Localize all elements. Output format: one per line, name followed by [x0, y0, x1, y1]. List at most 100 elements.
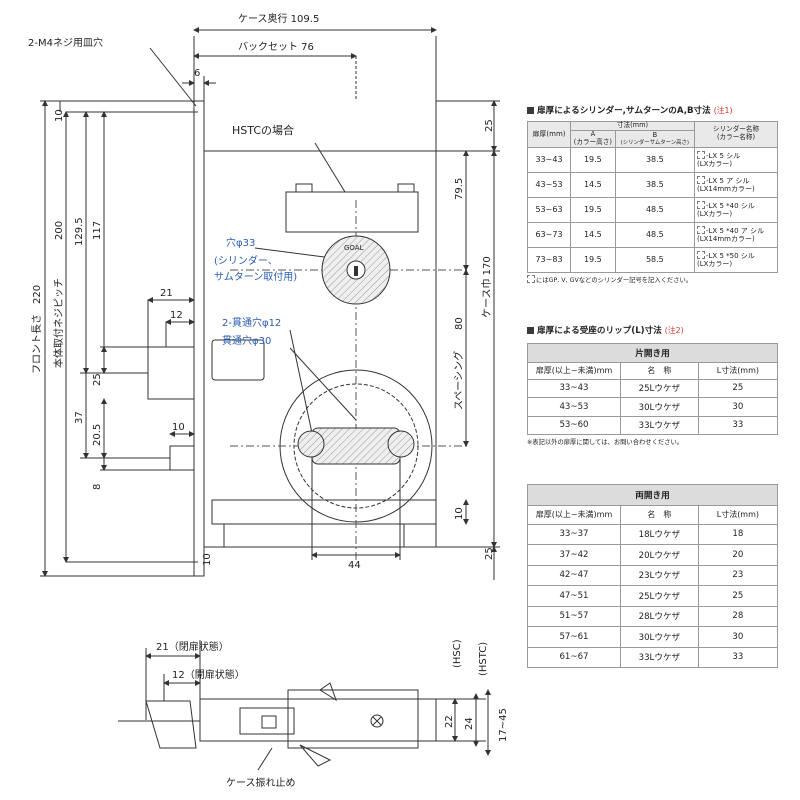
- cylinder-hole: [321, 235, 391, 305]
- dim-37-label: 37: [74, 411, 85, 424]
- screw-holes-label: 2-M4ネジ用皿穴: [28, 36, 103, 49]
- row-l: 30: [697, 397, 779, 417]
- row-door: 33~37: [527, 523, 621, 545]
- row-name: -LX 5 ア シル(LX14mmカラー): [694, 171, 778, 198]
- row-name2: (LXカラー): [697, 210, 733, 219]
- row-name1: -LX 5 *50 シル: [706, 251, 755, 260]
- dim-129-5-label: 129.5: [74, 217, 85, 246]
- row-a: 14.5: [570, 221, 616, 248]
- row-door: 57~61: [527, 626, 621, 648]
- row-b: 38.5: [614, 171, 696, 198]
- square-bullet-icon: [527, 326, 534, 334]
- row-a: 19.5: [570, 146, 616, 173]
- row-b: 38.5: [614, 146, 696, 173]
- placeholder-box-icon: [697, 250, 705, 259]
- table-a-footnote-text: にはGP, V, GVなどのシリンダー記号を記入ください。: [536, 276, 693, 284]
- row-door: 53~63: [527, 196, 571, 223]
- front-length-label: フロント長さ 220: [31, 285, 43, 374]
- table-b-title: 扉厚による受座のリップ(L)寸法 (注2): [527, 324, 778, 336]
- table-row: 73~83 19.5 58.5 -LX 5 *50 シル(LXカラー): [527, 246, 778, 273]
- row-l: 30: [697, 626, 779, 648]
- table-row: 53~63 19.5 48.5 -LX 5 *40 シル(LXカラー): [527, 196, 778, 223]
- through-hole-30-label: 貫通穴φ30: [222, 334, 271, 347]
- row-name: -LX 5 *50 シル(LXカラー): [694, 246, 778, 273]
- header-dim: 寸法(mm): [570, 121, 695, 131]
- row-l: 25: [697, 585, 779, 607]
- row-door: 53~60: [527, 415, 621, 435]
- row-l: 25: [697, 378, 779, 398]
- row-name: 25Lウケザ: [620, 585, 699, 607]
- table-b-title-text: 扉厚による受座のリップ(L)寸法: [537, 326, 662, 336]
- cylinder-mark: GOAL: [344, 244, 364, 252]
- dim-25-bot-label: 25: [484, 547, 495, 560]
- row-name: 30Lウケザ: [620, 397, 699, 417]
- dim-17-45-label: 17~45: [498, 708, 509, 742]
- dim-200-label: 200: [54, 221, 65, 240]
- thumbturn-hole: [297, 427, 415, 465]
- row-name: 25Lウケザ: [620, 378, 699, 398]
- row-door: 33~43: [527, 146, 571, 173]
- row-b: 48.5: [614, 221, 696, 248]
- header-name: シリンダー名称 (カラー名称): [694, 121, 778, 148]
- anti-rattle-label: ケース振れ止め: [226, 776, 296, 789]
- dim-10-bot-label: 10: [202, 553, 213, 566]
- row-door: 33~43: [527, 378, 621, 398]
- row-name1: -LX 5 *40 シル: [706, 201, 755, 210]
- table-row: 43~53 14.5 38.5 -LX 5 ア シル(LX14mmカラー): [527, 171, 778, 198]
- table-b-note: (注2): [664, 325, 684, 335]
- row-door: 43~53: [527, 171, 571, 198]
- table-a-note: (注1): [713, 105, 733, 115]
- row-door: 47~51: [527, 585, 621, 607]
- spacing-label: スペーシング: [452, 351, 465, 410]
- row-l: 18: [697, 523, 779, 545]
- row-l: 20: [697, 544, 779, 566]
- row-name: 30Lウケザ: [620, 626, 699, 648]
- header-door: 扉厚(mm): [527, 121, 571, 148]
- table-b-footnote: ※表記以外の扉厚に関しては、お問い合わせください。: [527, 439, 684, 446]
- backset-label: バックセット 76: [238, 41, 314, 53]
- closed-state-label: 21（閉扉状態）: [156, 640, 229, 653]
- table-a-title-text: 扉厚によるシリンダー,サムターンのA,B寸法: [537, 106, 711, 116]
- header-name: 名 称: [620, 504, 699, 525]
- header-name: 名 称: [620, 361, 699, 380]
- header-l: L寸法(mm): [697, 361, 779, 380]
- row-name: -LX 5 シル(LXカラー): [694, 146, 778, 173]
- dim-12-label: 12: [170, 310, 183, 321]
- row-door: 42~47: [527, 564, 621, 586]
- row-name2: (LXカラー): [697, 260, 733, 269]
- row-a: 14.5: [570, 171, 616, 198]
- square-bullet-icon: [527, 106, 534, 114]
- row-door: 51~57: [527, 605, 621, 627]
- double-door-heading: 両開き用: [527, 484, 778, 506]
- row-l: 28: [697, 605, 779, 627]
- hsc-label: (HSC): [452, 639, 463, 668]
- header-b-text: B: [652, 130, 658, 139]
- dim-8-label: 8: [92, 484, 103, 490]
- lip-dimension-section: 扉厚による受座のリップ(L)寸法 (注2) 片開き用 扉厚(以上~未満)mm 名…: [527, 324, 779, 446]
- row-name: 18Lウケザ: [620, 523, 699, 545]
- header-b-sub: (シリンダーサムターン高さ): [620, 139, 690, 146]
- open-state-label: 12（開扉状態）: [172, 668, 245, 681]
- cylinder-dimension-section: 扉厚によるシリンダー,サムターンのA,B寸法 (注1) 扉厚(mm) 寸法(mm…: [527, 104, 778, 284]
- row-name2: (LXカラー): [697, 160, 733, 169]
- row-a: 19.5: [570, 246, 616, 273]
- top-view: [118, 640, 491, 771]
- header-b: B(シリンダーサムターン高さ): [614, 129, 696, 148]
- dim-10-top-label: 10: [54, 109, 65, 122]
- row-b: 58.5: [614, 246, 696, 273]
- hstc-case-label: HSTCの場合: [232, 123, 294, 137]
- row-a: 19.5: [570, 196, 616, 223]
- header-name-sub: (カラー名称): [716, 133, 756, 142]
- row-name: 33Lウケザ: [620, 415, 699, 435]
- table-row: 33~43 19.5 38.5 -LX 5 シル(LXカラー): [527, 146, 778, 173]
